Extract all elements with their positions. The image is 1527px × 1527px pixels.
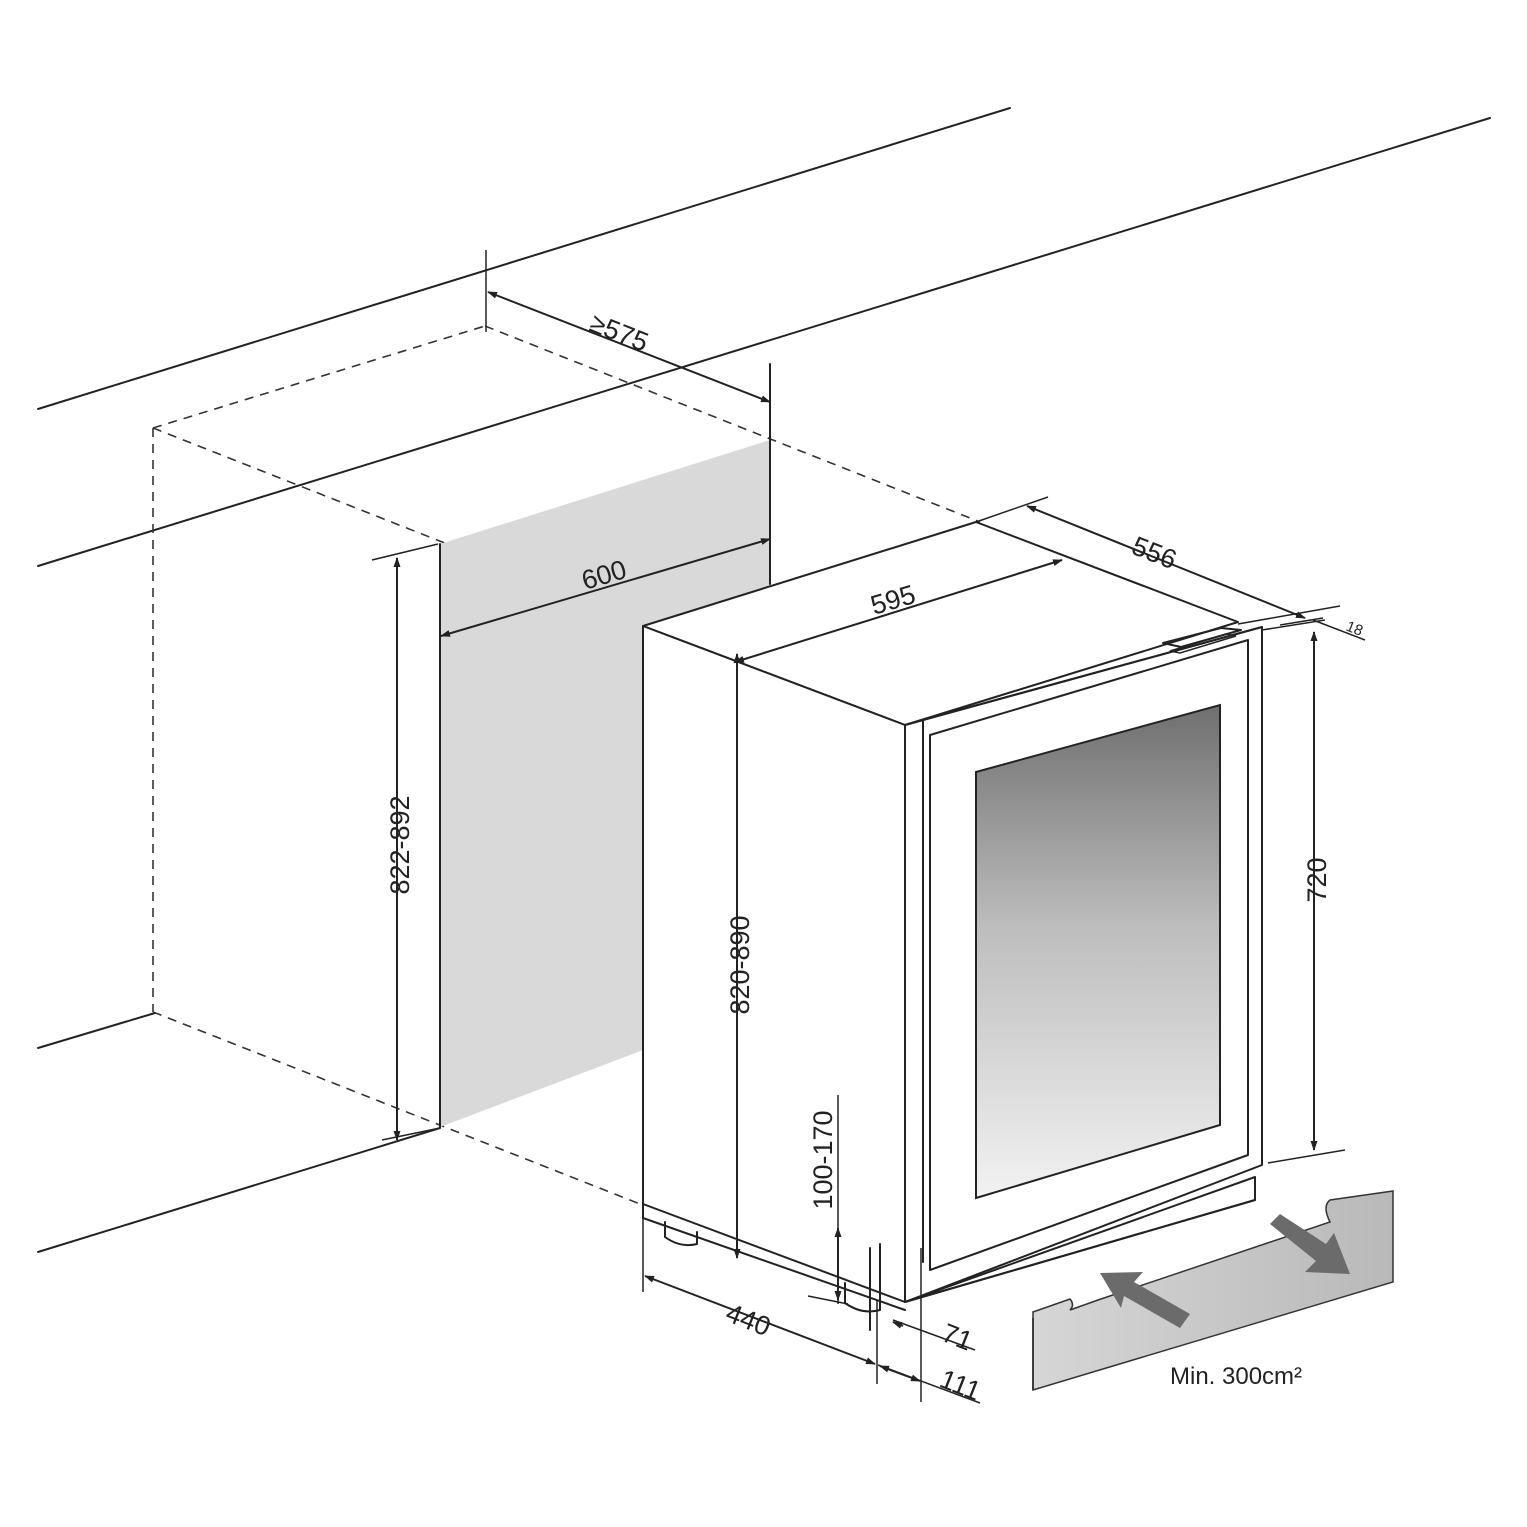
dim-label-appliance-height: 820-890 [725,915,755,1014]
dim-label-plinth-height: 100-170 [808,1110,838,1209]
dim-label-niche-depth: ≥575 [586,308,653,358]
appliance [642,521,1263,1331]
dim-label-appliance-depth: 556 [1128,531,1181,575]
dim-label-setback-71: 71 [938,1318,977,1357]
dim-label-setback-111: 111 [936,1364,985,1407]
dim-label-foot-depth: 440 [722,1298,775,1342]
ventilation-note: Min. 300cm² [1170,1363,1302,1390]
door-glass [975,703,1221,1200]
dimension-lines [371,250,1366,1404]
dim-label-door-height: 720 [1302,857,1332,902]
dim-label-door-thickness: 18 [1344,618,1366,640]
airflow-out-arrow [1270,1214,1350,1274]
airflow-in-arrow [1100,1272,1190,1328]
dim-label-niche-height: 822-892 [385,795,415,894]
